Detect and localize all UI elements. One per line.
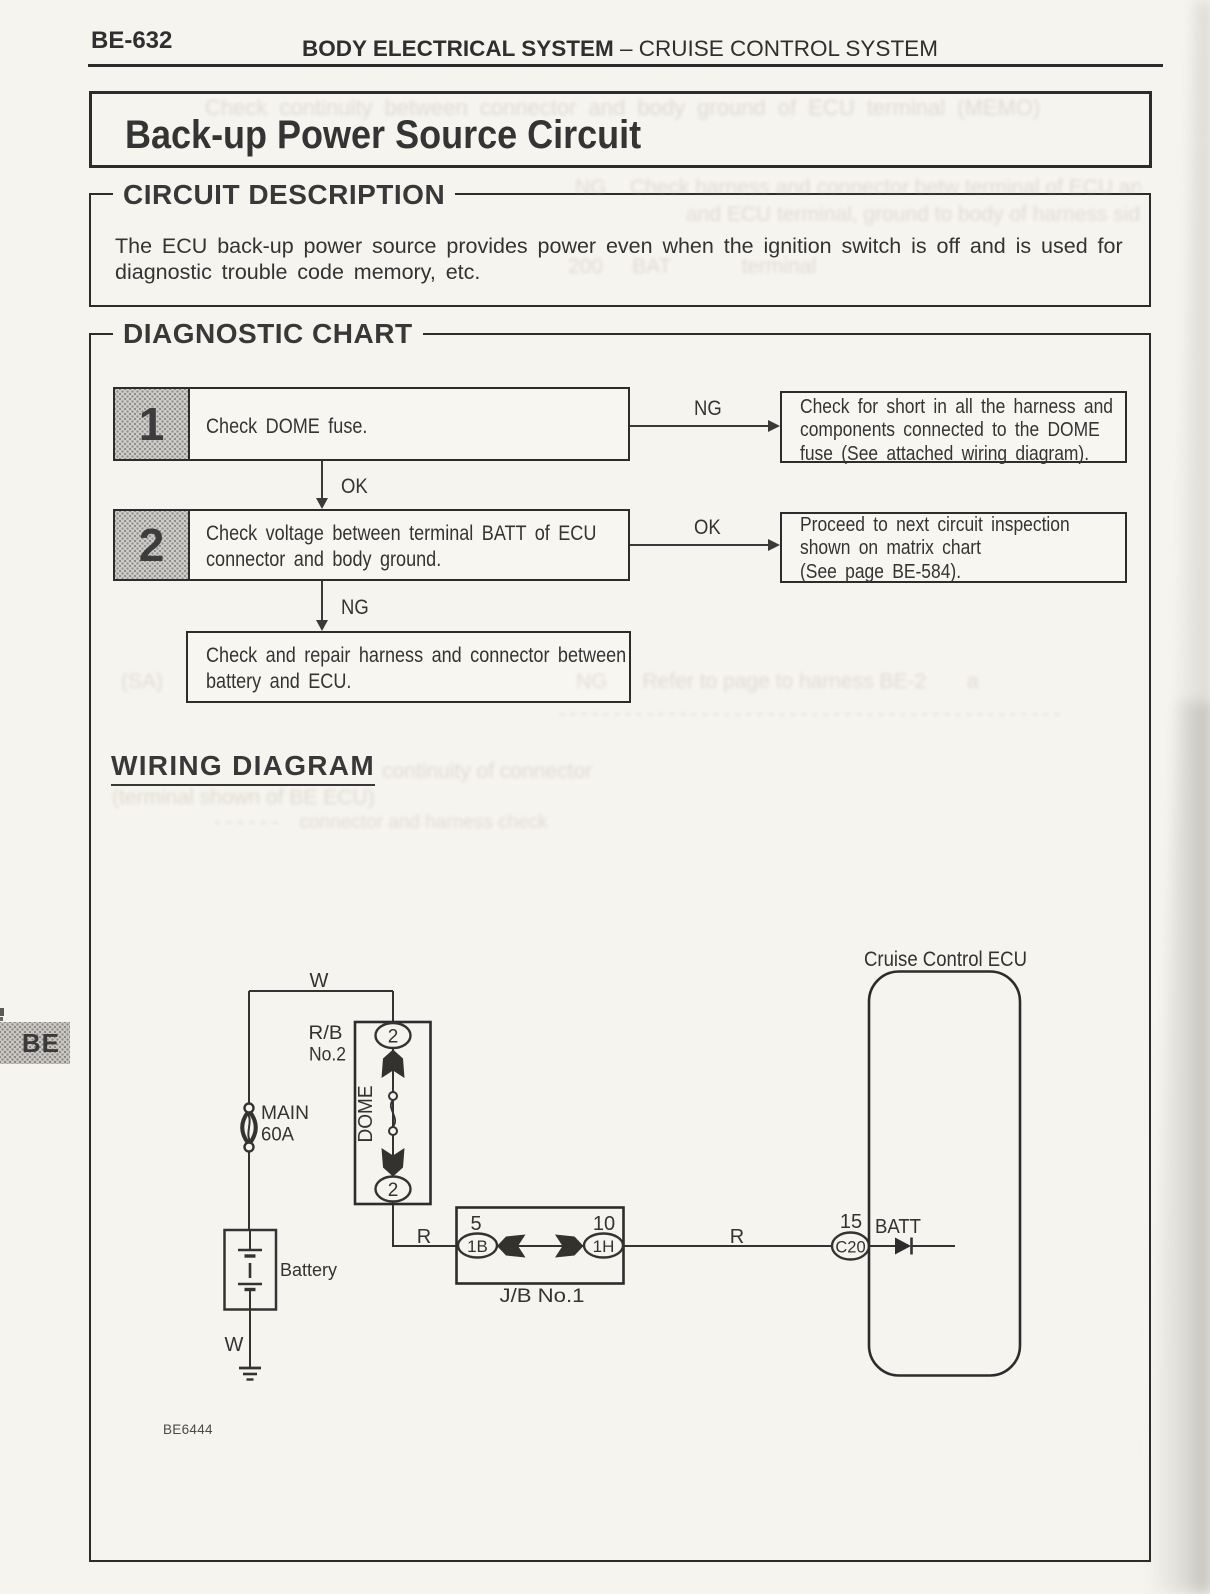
svg-text:No.2: No.2 [309,1044,346,1066]
svg-text:1H: 1H [593,1237,615,1256]
svg-text:5: 5 [470,1213,481,1235]
svg-text:2: 2 [388,1180,399,1201]
svg-text:Battery: Battery [280,1259,338,1280]
svg-text:Cruise Control ECU: Cruise Control ECU [864,948,1027,971]
svg-text:W: W [310,970,329,992]
svg-text:J/B No.1: J/B No.1 [500,1285,585,1307]
svg-text:R: R [730,1226,744,1248]
svg-text:BATT: BATT [875,1216,921,1238]
svg-text:C20: C20 [835,1239,865,1257]
svg-text:R/B: R/B [309,1022,343,1044]
svg-text:W: W [225,1334,244,1356]
svg-text:2: 2 [388,1027,399,1048]
svg-text:15: 15 [840,1211,862,1233]
svg-text:MAIN: MAIN [261,1102,309,1124]
svg-text:1B: 1B [467,1237,488,1256]
svg-text:10: 10 [593,1213,615,1235]
svg-text:60A: 60A [261,1124,294,1146]
svg-text:DOME: DOME [355,1086,377,1143]
svg-text:R: R [417,1226,431,1248]
